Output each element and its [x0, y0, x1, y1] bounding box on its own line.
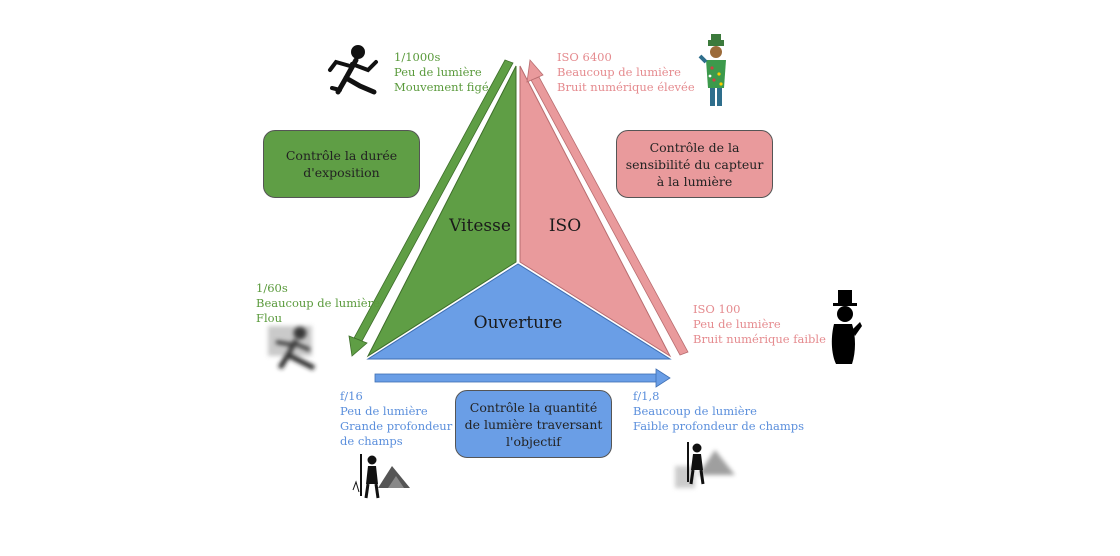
noisy-person-icon [698, 34, 726, 106]
shutter-arrow [348, 59, 514, 357]
running-person-icon [328, 45, 378, 95]
slow-shutter-label: 1/60s Beaucoup de lumière Flou [256, 281, 380, 325]
vitesse-label: Vitesse [449, 216, 511, 236]
ouverture-description-box: Contrôle la quantité de lumière traversa… [455, 390, 612, 458]
vitesse-description-box: Contrôle la durée d'exposition [263, 130, 420, 198]
ouverture-label: Ouverture [473, 313, 563, 333]
iso-sector [519, 65, 672, 358]
hiker-blurred-icon [675, 442, 735, 488]
iso-label: ISO [548, 216, 582, 236]
ouverture-sector [366, 263, 672, 360]
iso-low-label: ISO 100 Peu de lumière Bruit numérique f… [693, 302, 826, 346]
fast-shutter-label: 1/1000s Peu de lumière Mouvement figé [394, 50, 489, 94]
hiker-sharp-icon [352, 454, 410, 499]
aperture-small-label: f/16 Peu de lumière Grande profondeur de… [340, 389, 453, 448]
aperture-large-label: f/1,8 Beaucoup de lumière Faible profond… [633, 389, 805, 433]
vitesse-sector [366, 65, 517, 358]
top-hat-silhouette-icon [831, 290, 862, 364]
aperture-arrow [374, 368, 671, 388]
iso-description-box: Contrôle de la sensibilité du capteur à … [616, 130, 773, 198]
blurred-runner-icon [268, 326, 316, 371]
iso-high-label: ISO 6400 Beaucoup de lumière Bruit numér… [557, 50, 695, 94]
iso-arrow [526, 59, 689, 356]
